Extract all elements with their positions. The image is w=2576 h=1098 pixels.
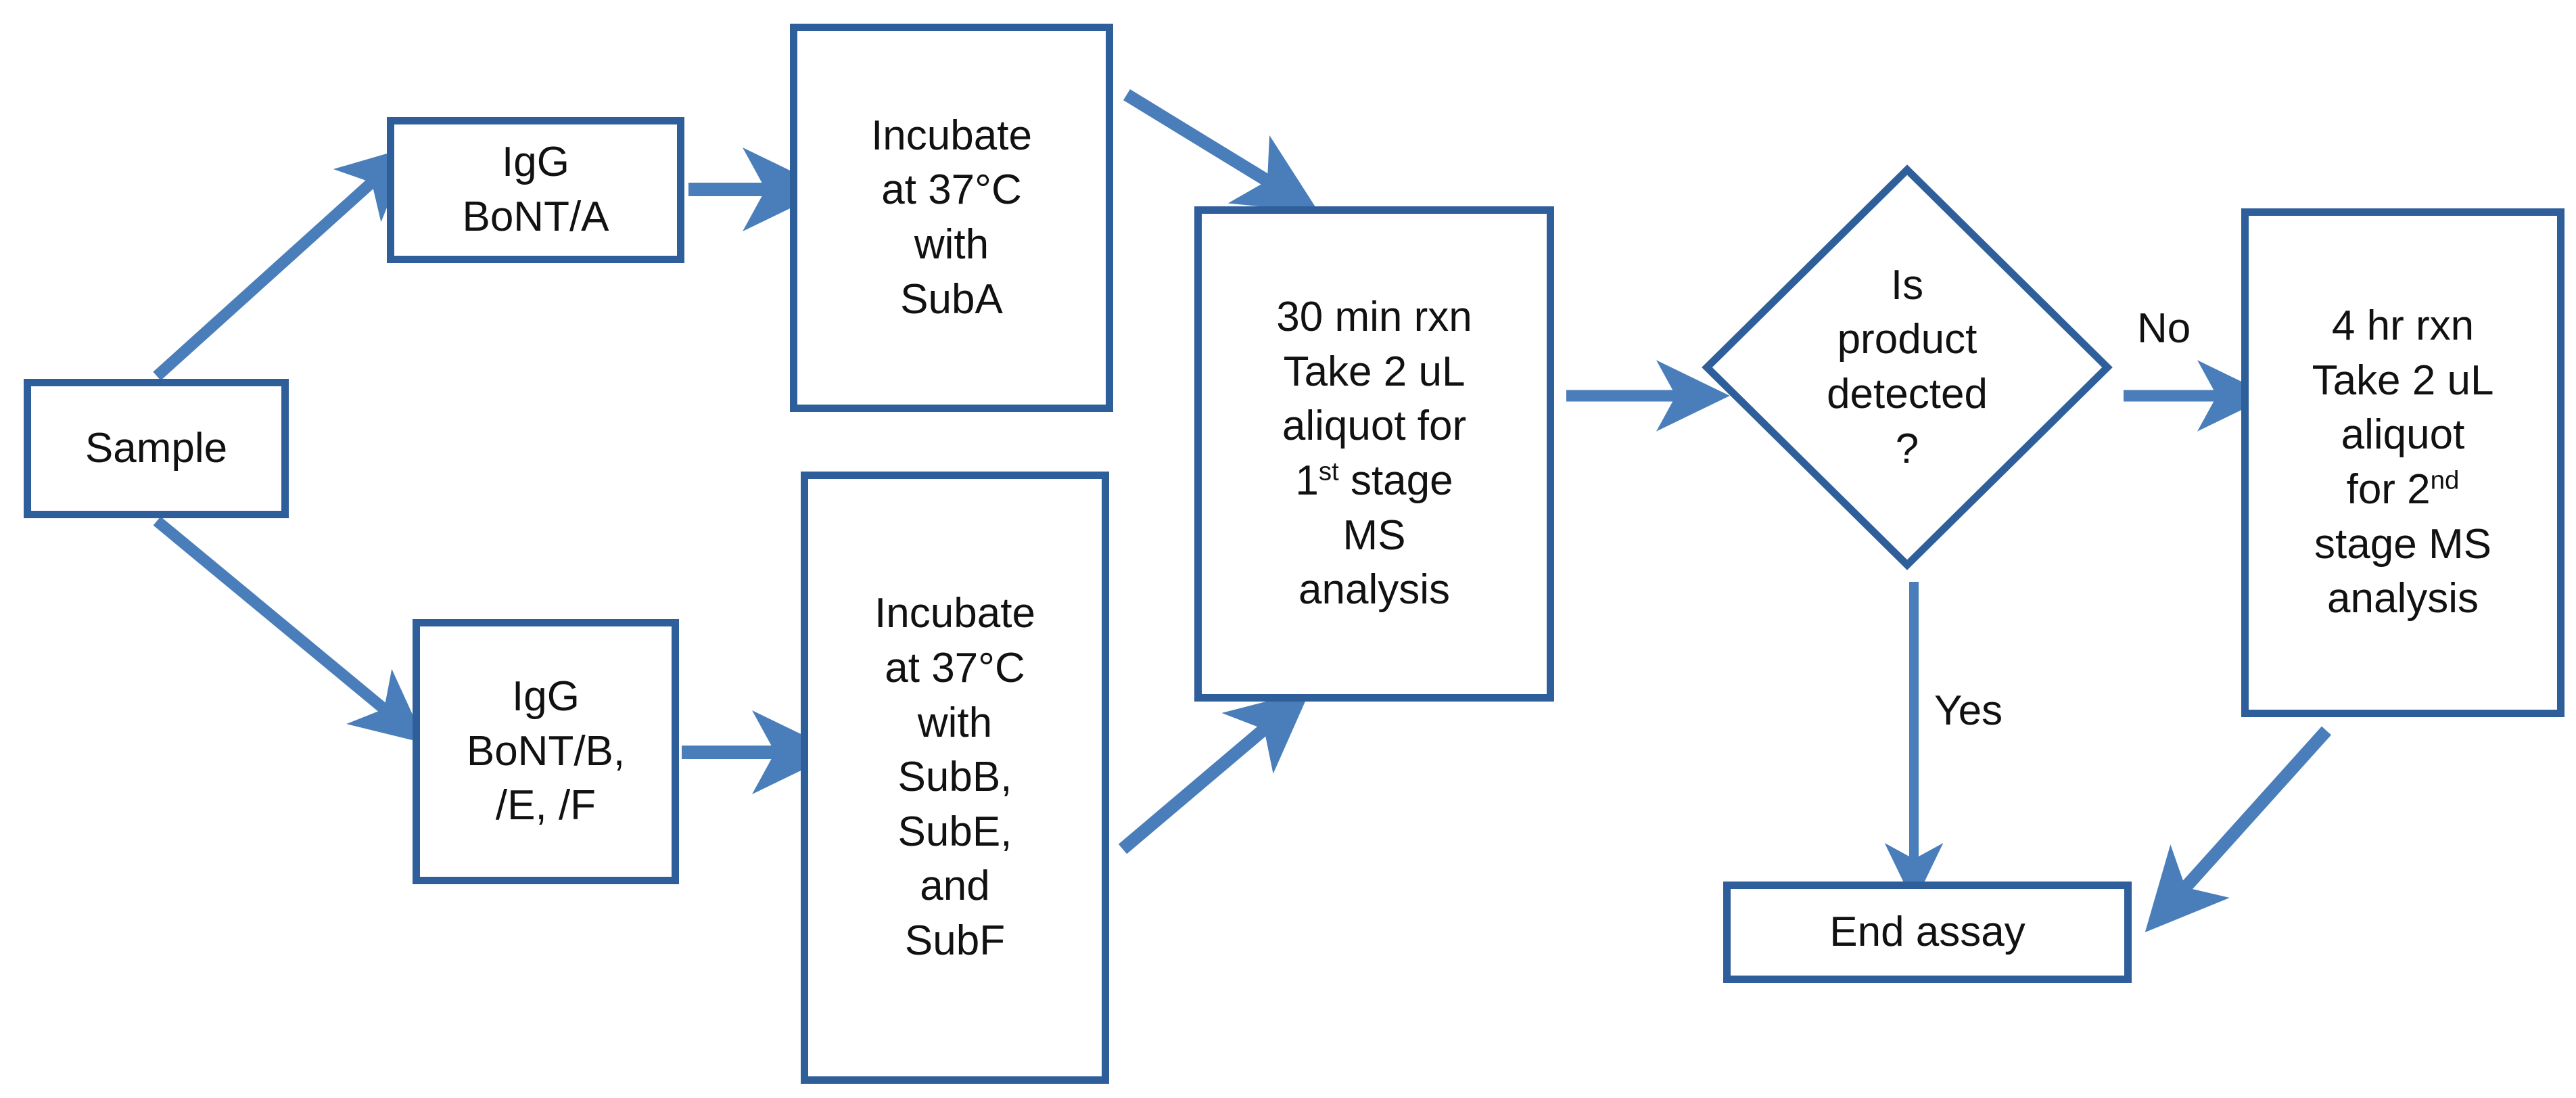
node-sample[interactable]: Sample <box>24 379 289 518</box>
arrow-sample-to-igg-bef <box>153 516 426 744</box>
node-end-assay-label: End assay <box>1829 908 2025 955</box>
edge-label-yes: Yes <box>1934 687 2003 734</box>
node-end-assay[interactable]: End assay <box>1723 882 2132 983</box>
arrow-second-stage-to-end-assay <box>2145 726 2332 933</box>
diamond-shape <box>1702 164 2113 570</box>
arrow-incubate-bef-to-first-stage <box>1118 690 1311 854</box>
arrow-incubate-a-to-first-stage <box>1123 89 1319 212</box>
node-sample-label: Sample <box>85 424 228 472</box>
arrow-sample-to-igg-a <box>153 146 412 381</box>
edge-label-no: No <box>2137 305 2191 352</box>
